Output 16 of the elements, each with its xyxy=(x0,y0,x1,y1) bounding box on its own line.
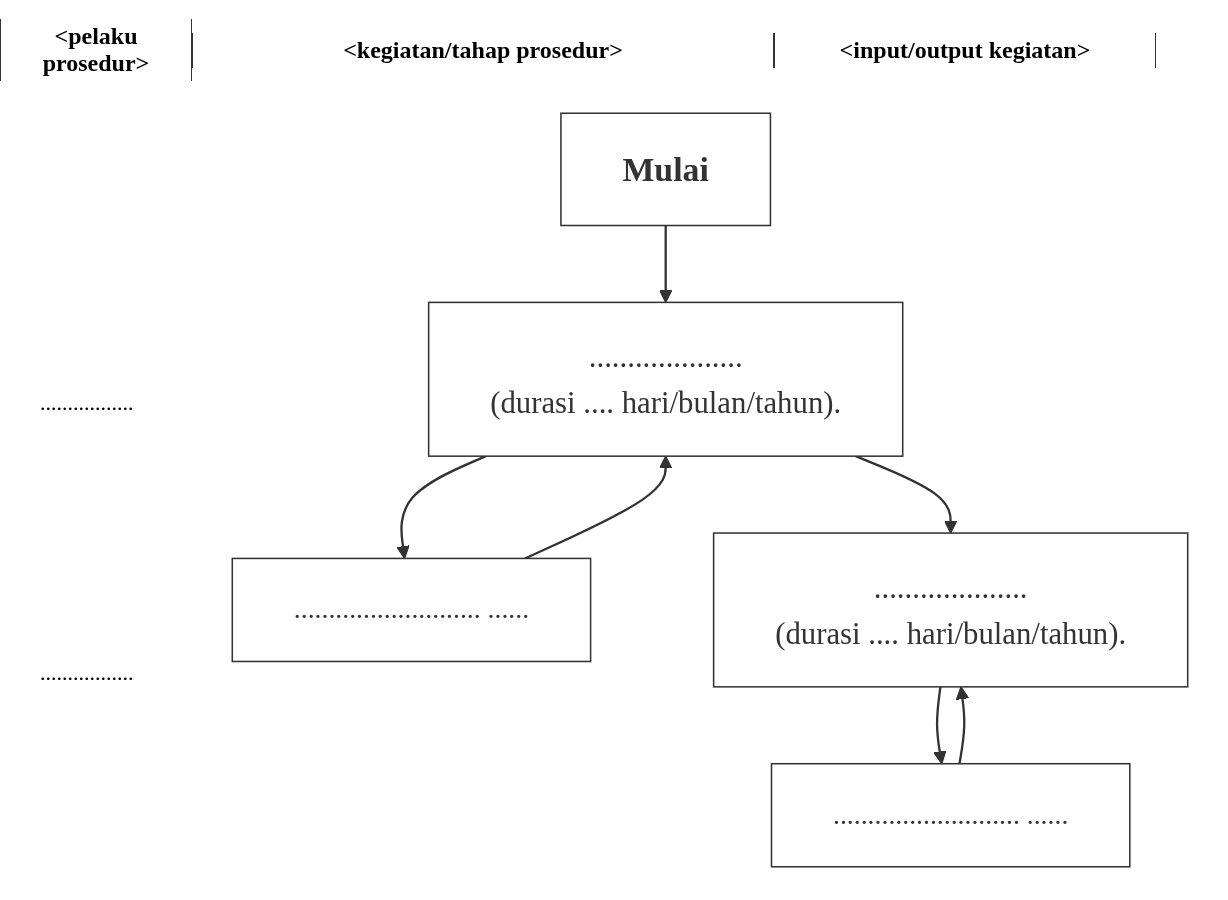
column-header: <pelaku prosedur> xyxy=(0,19,192,81)
node-box: .................... (durasi .... hari/bulan/tahun). xyxy=(712,532,1189,688)
arrow xyxy=(955,686,970,764)
node-box: .................... (durasi .... hari/bulan/tahun). xyxy=(427,301,904,457)
fill-in-line: ................. xyxy=(40,660,134,686)
arrow xyxy=(658,225,673,303)
column-header: <input/output kegiatan> xyxy=(774,32,1156,68)
node-box: Mulai xyxy=(560,112,772,227)
arrow xyxy=(396,455,487,560)
node-box: ........................... ...... xyxy=(770,762,1131,868)
column-header: <kegiatan/tahap prosedur> xyxy=(192,32,774,68)
fill-in-line: ................. xyxy=(40,390,134,416)
arrow xyxy=(855,455,958,534)
node-box: ........................... ...... xyxy=(231,557,592,663)
arrow xyxy=(933,686,947,765)
arrow xyxy=(524,455,673,560)
